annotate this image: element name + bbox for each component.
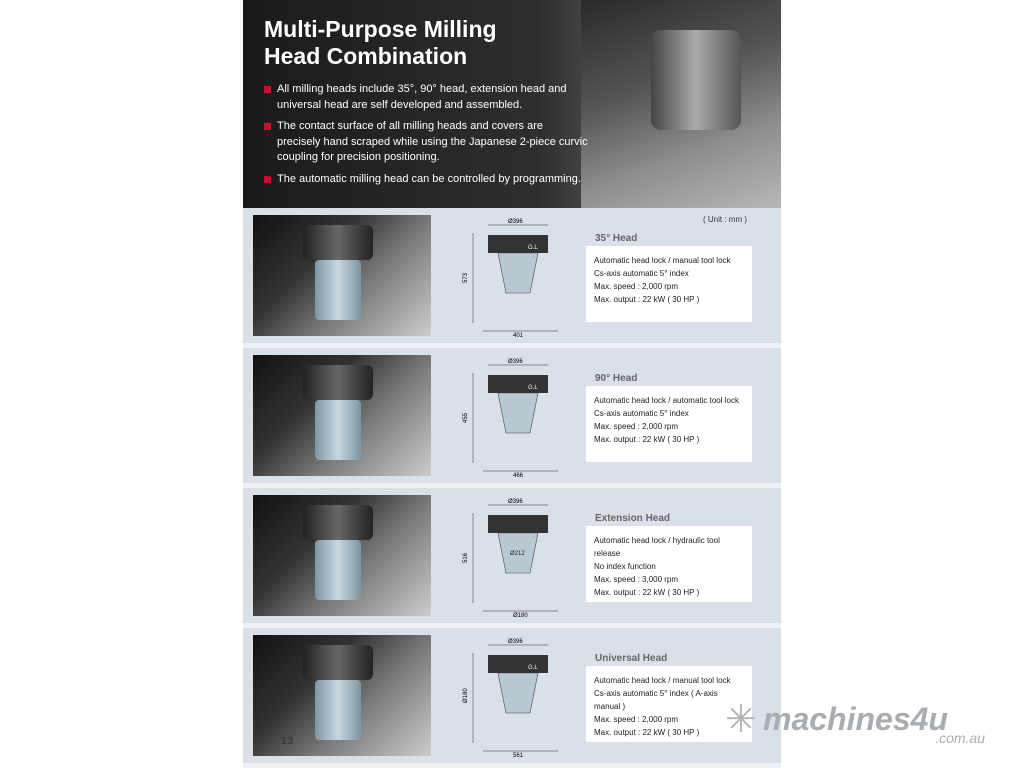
feature-item: The automatic milling head can be contro… (264, 172, 589, 188)
head-title: 90° Head (595, 373, 638, 384)
snowflake-icon: ✳ (725, 699, 757, 741)
spec-box: Automatic head lock / automatic tool loc… (586, 386, 752, 462)
title-line-2: Head Combination (264, 43, 468, 69)
dim-label: G.L (528, 665, 538, 671)
head-title: Universal Head (595, 653, 668, 664)
dim-label: 466 (513, 473, 524, 478)
watermark-logo: ✳ machines4u .com.au (725, 699, 995, 746)
spec-line: Cs-axis automatic 5° index (594, 269, 689, 278)
unit-label: ( Unit : mm ) (703, 215, 747, 224)
dim-label: 516 (463, 552, 469, 563)
spec-line: Max. output : 22 kW ( 30 HP ) (594, 435, 700, 444)
spec-line: Automatic head lock / hydraulic tool rel… (594, 536, 720, 558)
spec-line: Max. speed : 3,000 rpm (594, 575, 679, 584)
dim-label: G.L (528, 385, 538, 391)
spec-line: Cs-axis automatic 5° index ( A-axis manu… (594, 689, 718, 711)
dim-label: Ø396 (508, 359, 523, 365)
spec-box: Automatic head lock / hydraulic tool rel… (586, 526, 752, 602)
dim-label: Ø396 (508, 639, 523, 645)
spec-line: Automatic head lock / manual tool lock (594, 676, 731, 685)
title-line-1: Multi-Purpose Milling (264, 16, 497, 42)
watermark-domain: .com.au (935, 730, 985, 746)
spec-line: Max. output : 22 kW ( 30 HP ) (594, 295, 700, 304)
page-number: 13 (281, 735, 294, 747)
spec-line: Cs-axis automatic 5° index (594, 409, 689, 418)
spec-line: Max. speed : 2,000 rpm (594, 715, 679, 724)
head-title: Extension Head (595, 513, 671, 524)
spec-line: Max. output : 22 kW ( 30 HP ) (594, 728, 700, 737)
dim-label: Ø396 (508, 499, 523, 505)
feature-item: The contact surface of all milling heads… (264, 119, 589, 166)
spec-line: Max. speed : 2,000 rpm (594, 422, 679, 431)
head-photo (253, 215, 431, 336)
head-photo (253, 355, 431, 476)
head-photo (253, 635, 431, 756)
dim-label: G.L (528, 245, 538, 251)
dim-label: 561 (513, 753, 524, 758)
dim-label: Ø180 (463, 688, 469, 703)
dimension-diagram: Ø396 573 401 G.L (458, 213, 588, 339)
spec-line: Automatic head lock / manual tool lock (594, 256, 731, 265)
spec-line: Max. speed : 2,000 rpm (594, 282, 679, 291)
dim-label: Ø180 (513, 613, 528, 618)
head-photo (253, 495, 431, 616)
spec-line: Max. output : 22 kW ( 30 HP ) (594, 588, 700, 597)
dim-label: Ø212 (510, 551, 525, 557)
dim-label: Ø396 (508, 219, 523, 225)
dim-label: 401 (513, 333, 524, 338)
dim-label: 455 (463, 412, 469, 423)
feature-list: All milling heads include 35°, 90° head,… (264, 82, 589, 193)
spec-line: Automatic head lock / automatic tool loc… (594, 396, 739, 405)
watermark-name: machines4u (763, 701, 948, 737)
dimension-diagram: Ø396 455 466 G.L (458, 353, 588, 479)
machine-photo (581, 0, 781, 208)
dim-label: 573 (463, 272, 469, 283)
head-title: 35° Head (595, 233, 638, 244)
spec-line: No index function (594, 562, 656, 571)
feature-item: All milling heads include 35°, 90° head,… (264, 82, 589, 113)
